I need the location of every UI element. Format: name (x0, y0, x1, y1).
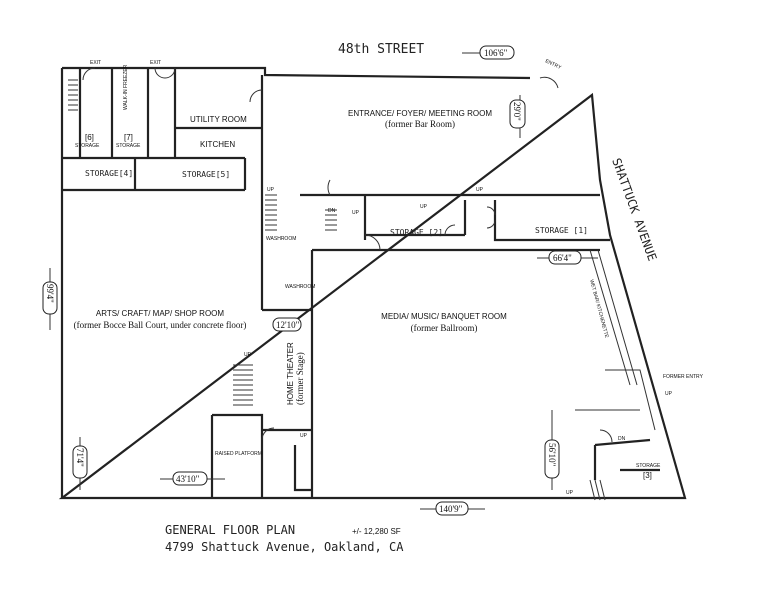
room-storage-3: STORAGE (636, 463, 661, 469)
room-utility: UTILITY ROOM (190, 115, 247, 124)
building-walls (58, 66, 687, 500)
room-storage-2: STORAGE [2] (390, 228, 443, 237)
dimension-29-0: 29'0" (512, 102, 522, 121)
dimension-71-4: 71'4" (75, 448, 85, 467)
room-arts-craft: ARTS/ CRAFT/ MAP/ SHOP ROOM (96, 309, 225, 318)
dimension-140-9: 140'9" (439, 504, 463, 514)
stair-up-label: UP (267, 187, 275, 193)
dimension-43-10: 43'10" (176, 474, 200, 484)
street-label-shattuck: SHATTUCK AVENUE (609, 156, 659, 263)
room-storage-6-number: [6] (85, 133, 94, 142)
room-arts-subtitle: (former Bocce Ball Court, under concrete… (74, 320, 247, 330)
entry-label: ENTRY (544, 58, 562, 71)
room-home-theater-subtitle: (former Stage) (295, 352, 305, 405)
stair-down-label: DN (618, 436, 626, 442)
room-entrance-subtitle: (former Bar Room) (385, 119, 455, 129)
dimension-12-10: 12'10" (276, 320, 300, 330)
room-washroom: WASHROOM (266, 236, 296, 242)
stair-up-label: UP (665, 391, 673, 397)
dimension-markers (42, 45, 598, 516)
exit-label: EXIT (90, 60, 101, 66)
dimension-106-6: 106'6" (484, 48, 508, 58)
plan-area: +/- 12,280 SF (352, 527, 401, 536)
room-entrance-foyer: ENTRANCE/ FOYER/ MEETING ROOM (348, 109, 492, 118)
stair-up-label: UP (420, 204, 428, 210)
exit-label: EXIT (150, 60, 161, 66)
room-washroom: WASHROOM (285, 284, 315, 290)
stair-up-label: UP (244, 352, 252, 358)
room-storage-1: STORAGE [1] (535, 226, 588, 235)
stair-up-label: UP (300, 433, 308, 439)
stair-up-label: UP (476, 187, 484, 193)
room-walk-in-freezer: WALK-IN FREEZER (123, 64, 129, 110)
plan-title: GENERAL FLOOR PLAN (165, 523, 295, 537)
stairs (68, 79, 606, 501)
former-entry-label: FORMER ENTRY (663, 374, 704, 380)
room-storage-7: STORAGE (116, 143, 141, 149)
room-wet-bar: WET BAR/ KITCHENETTE (588, 279, 610, 339)
doors (82, 67, 613, 443)
room-media-music: MEDIA/ MUSIC/ BANQUET ROOM (381, 312, 507, 321)
street-label-48th: 48th STREET (338, 42, 424, 57)
room-home-theater: HOME THEATER (286, 342, 295, 405)
plan-address: 4799 Shattuck Avenue, Oakland, CA (165, 540, 404, 554)
room-kitchen: KITCHEN (200, 140, 235, 149)
room-storage-6: STORAGE (75, 143, 100, 149)
room-storage-7-number: [7] (124, 133, 133, 142)
stair-down-label: DN (328, 208, 336, 214)
room-raised-platform: RAISED PLATFORM (215, 451, 262, 457)
stair-up-label: UP (566, 490, 574, 496)
room-storage-5: STORAGE[5] (182, 170, 230, 179)
dimension-56-10: 56'10" (547, 443, 557, 467)
dimension-66-4: 66'4" (553, 253, 572, 263)
room-media-subtitle: (former Ballroom) (411, 323, 478, 333)
room-storage-4: STORAGE[4] (85, 169, 133, 178)
room-storage-3-number: [3] (643, 471, 652, 480)
dimension-99-4: 99'4" (45, 284, 55, 303)
stair-up-label: UP (352, 210, 360, 216)
